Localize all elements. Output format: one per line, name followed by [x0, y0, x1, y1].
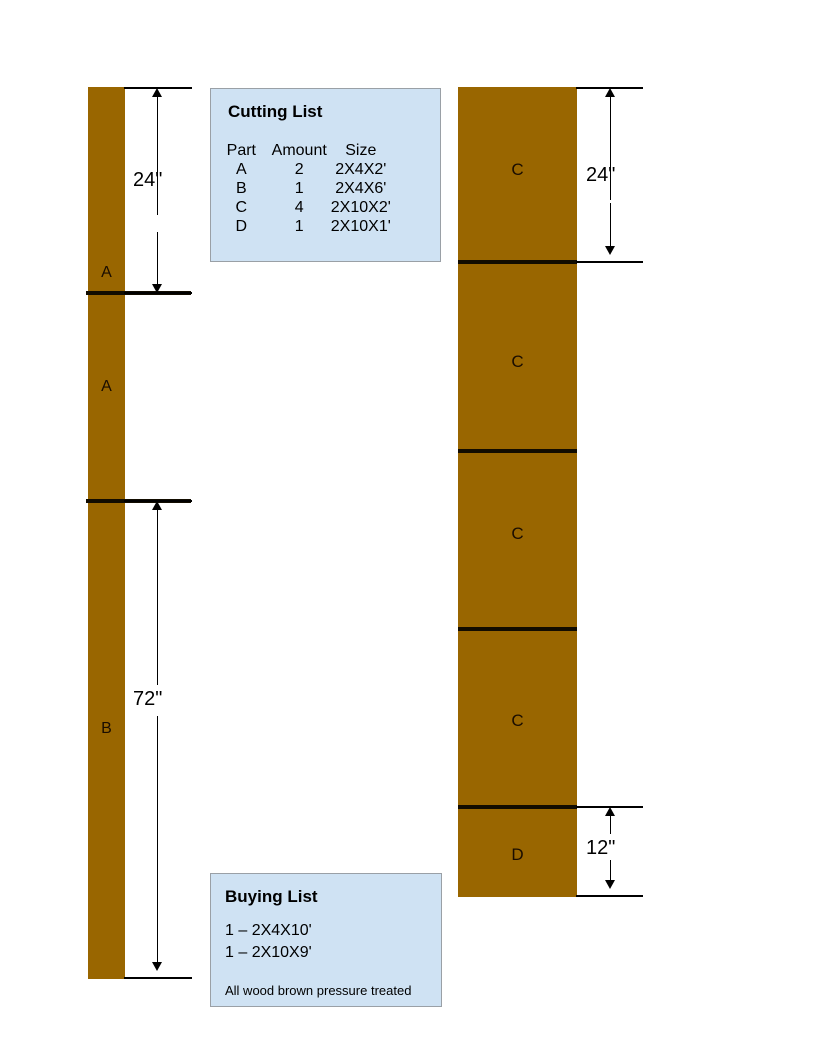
- cell-part: B: [235, 180, 247, 197]
- right-board-piece-c4: [458, 629, 577, 807]
- piece-label-d: D: [511, 845, 524, 864]
- cutting-list-title: Cutting List: [228, 102, 323, 121]
- right-dimension-12: 12": [586, 837, 616, 859]
- cell-amount: 2: [294, 161, 304, 178]
- table-row: D 1 2X10X1': [211, 217, 395, 236]
- right-board-piece-c2: [458, 262, 577, 451]
- right-dim-24-arrowhead-down: [605, 246, 615, 255]
- left-dim-ext-bottom: [124, 977, 192, 979]
- cell-size: 2X4X2': [335, 161, 387, 178]
- piece-label-b: B: [101, 720, 112, 737]
- right-dim-ext-24-bottom: [576, 261, 643, 263]
- buying-list-item-1: 1 – 2X4X10': [225, 922, 312, 939]
- cutting-list-table: Part Amount Size A 2 2X4X2' B 1 2X4X6' C…: [211, 141, 395, 236]
- right-dim-12-line-lower: [610, 860, 611, 880]
- left-board: A A B: [88, 87, 125, 979]
- right-board-piece-c3: [458, 451, 577, 629]
- right-board-piece-c1: [458, 87, 577, 262]
- cell-size: 2X10X2': [330, 199, 391, 216]
- piece-label-c4: C: [511, 711, 524, 730]
- left-dim-72-arrowhead-up: [152, 501, 162, 510]
- buying-list-title: Buying List: [225, 887, 318, 906]
- column-header-amount: Amount: [271, 142, 327, 159]
- left-dim-ext-mid-1: [124, 292, 192, 294]
- buying-list-panel: Buying List 1 – 2X4X10' 1 – 2X10X9' All …: [210, 873, 442, 1007]
- piece-label-c2: C: [511, 352, 524, 371]
- right-dim-12-line-upper: [610, 809, 611, 834]
- table-row: A 2 2X4X2': [211, 160, 395, 179]
- left-board-piece-b: [88, 501, 125, 979]
- cell-amount: 1: [294, 218, 304, 235]
- left-dim-24-line-lower: [157, 232, 158, 284]
- table-row: C 4 2X10X2': [211, 198, 395, 217]
- piece-label-a2: A: [101, 378, 112, 395]
- left-dim-72-arrowhead-down: [152, 962, 162, 971]
- cutting-list-panel: Cutting List Part Amount Size A 2 2X4X2'…: [210, 88, 441, 262]
- piece-label-c3: C: [511, 524, 524, 543]
- right-board: C C C C D: [458, 87, 577, 897]
- left-dimension-24: 24": [133, 169, 163, 191]
- left-board-piece-a2: [88, 293, 125, 501]
- right-dim-ext-bottom: [576, 895, 643, 897]
- right-board-piece-d: [458, 807, 577, 897]
- right-board-cut-line-4: [458, 805, 577, 809]
- left-dim-24-arrowhead-down: [152, 284, 162, 293]
- cell-part: C: [235, 199, 248, 216]
- right-dim-12-arrowhead-down: [605, 880, 615, 889]
- cell-amount: 1: [294, 180, 304, 197]
- left-dim-24-arrowhead-up: [152, 88, 162, 97]
- cell-size: 2X4X6': [335, 180, 387, 197]
- table-row: B 1 2X4X6': [211, 179, 395, 198]
- buying-list-note: All wood brown pressure treated: [225, 983, 412, 998]
- cell-amount: 4: [294, 199, 304, 216]
- right-board-cut-line-3: [458, 627, 577, 631]
- cell-part: A: [235, 161, 247, 178]
- cutting-list-header-row: Part Amount Size: [211, 141, 395, 160]
- left-dim-24-line-upper: [157, 90, 158, 215]
- cell-size: 2X10X1': [330, 218, 391, 235]
- right-dim-24-arrowhead-up: [605, 88, 615, 97]
- piece-label-c1: C: [511, 160, 524, 179]
- left-dim-72-line-lower: [157, 716, 158, 962]
- buying-list-item-2: 1 – 2X10X9': [225, 944, 312, 961]
- piece-label-a1: A: [101, 264, 112, 281]
- right-board-cut-line-2: [458, 449, 577, 453]
- right-dim-24-line-upper: [610, 90, 611, 200]
- right-dim-24-line-lower: [610, 203, 611, 246]
- left-board-piece-a1: [88, 87, 125, 293]
- column-header-size: Size: [345, 142, 377, 159]
- left-dim-72-line-upper: [157, 503, 158, 685]
- column-header-part: Part: [226, 142, 256, 159]
- right-board-cut-line-1: [458, 260, 577, 264]
- right-dim-12-arrowhead-up: [605, 807, 615, 816]
- right-dimension-24: 24": [586, 164, 616, 186]
- cell-part: D: [235, 218, 248, 235]
- left-dimension-72: 72": [133, 688, 163, 710]
